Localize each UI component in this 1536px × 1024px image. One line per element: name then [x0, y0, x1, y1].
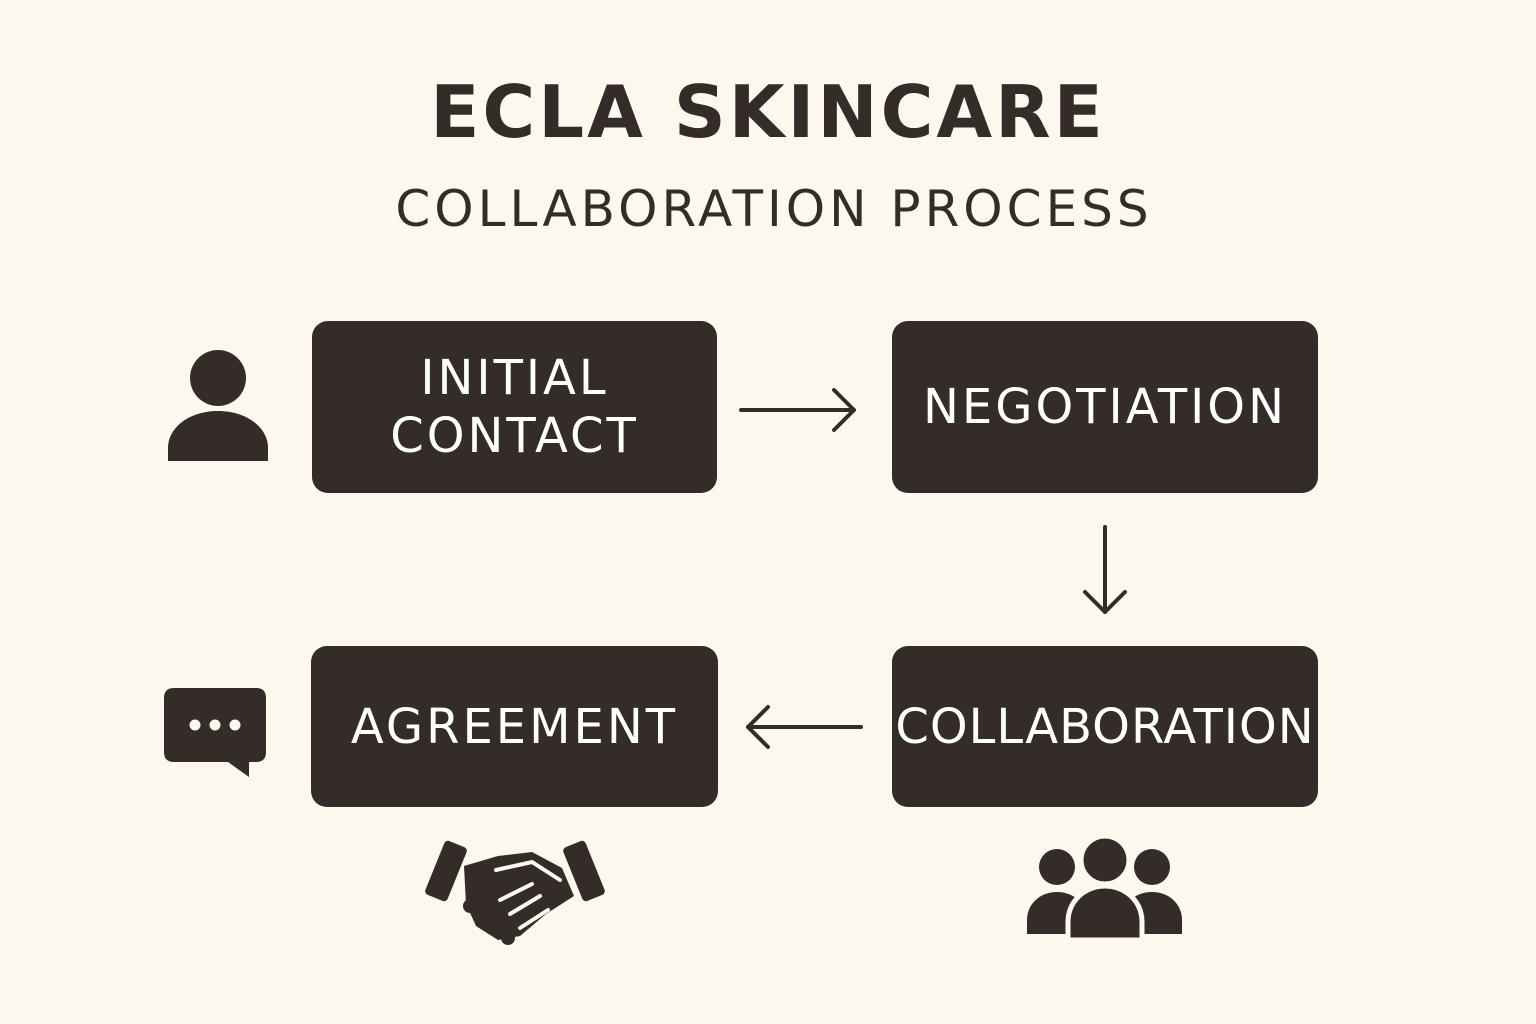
step-negotiation: NEGOTIATION [892, 321, 1318, 493]
user-icon [168, 350, 268, 461]
arrow-right-icon [739, 388, 856, 432]
chat-bubble-icon [164, 688, 266, 777]
flow-arrows [739, 388, 1127, 749]
diagram-title: ECLA SKINCARE [430, 70, 1106, 154]
handshake-icon [425, 840, 605, 945]
arrow-down-icon [1083, 525, 1127, 614]
diagram-subtitle: COLLABORATION PROCESS [395, 180, 1153, 238]
step-agreement: AGREEMENT [311, 646, 718, 807]
group-icon [1027, 833, 1182, 943]
step-initial-contact: INITIAL CONTACT [312, 321, 717, 493]
arrow-left-icon [746, 705, 863, 749]
step-collaboration: COLLABORATION [892, 646, 1318, 807]
